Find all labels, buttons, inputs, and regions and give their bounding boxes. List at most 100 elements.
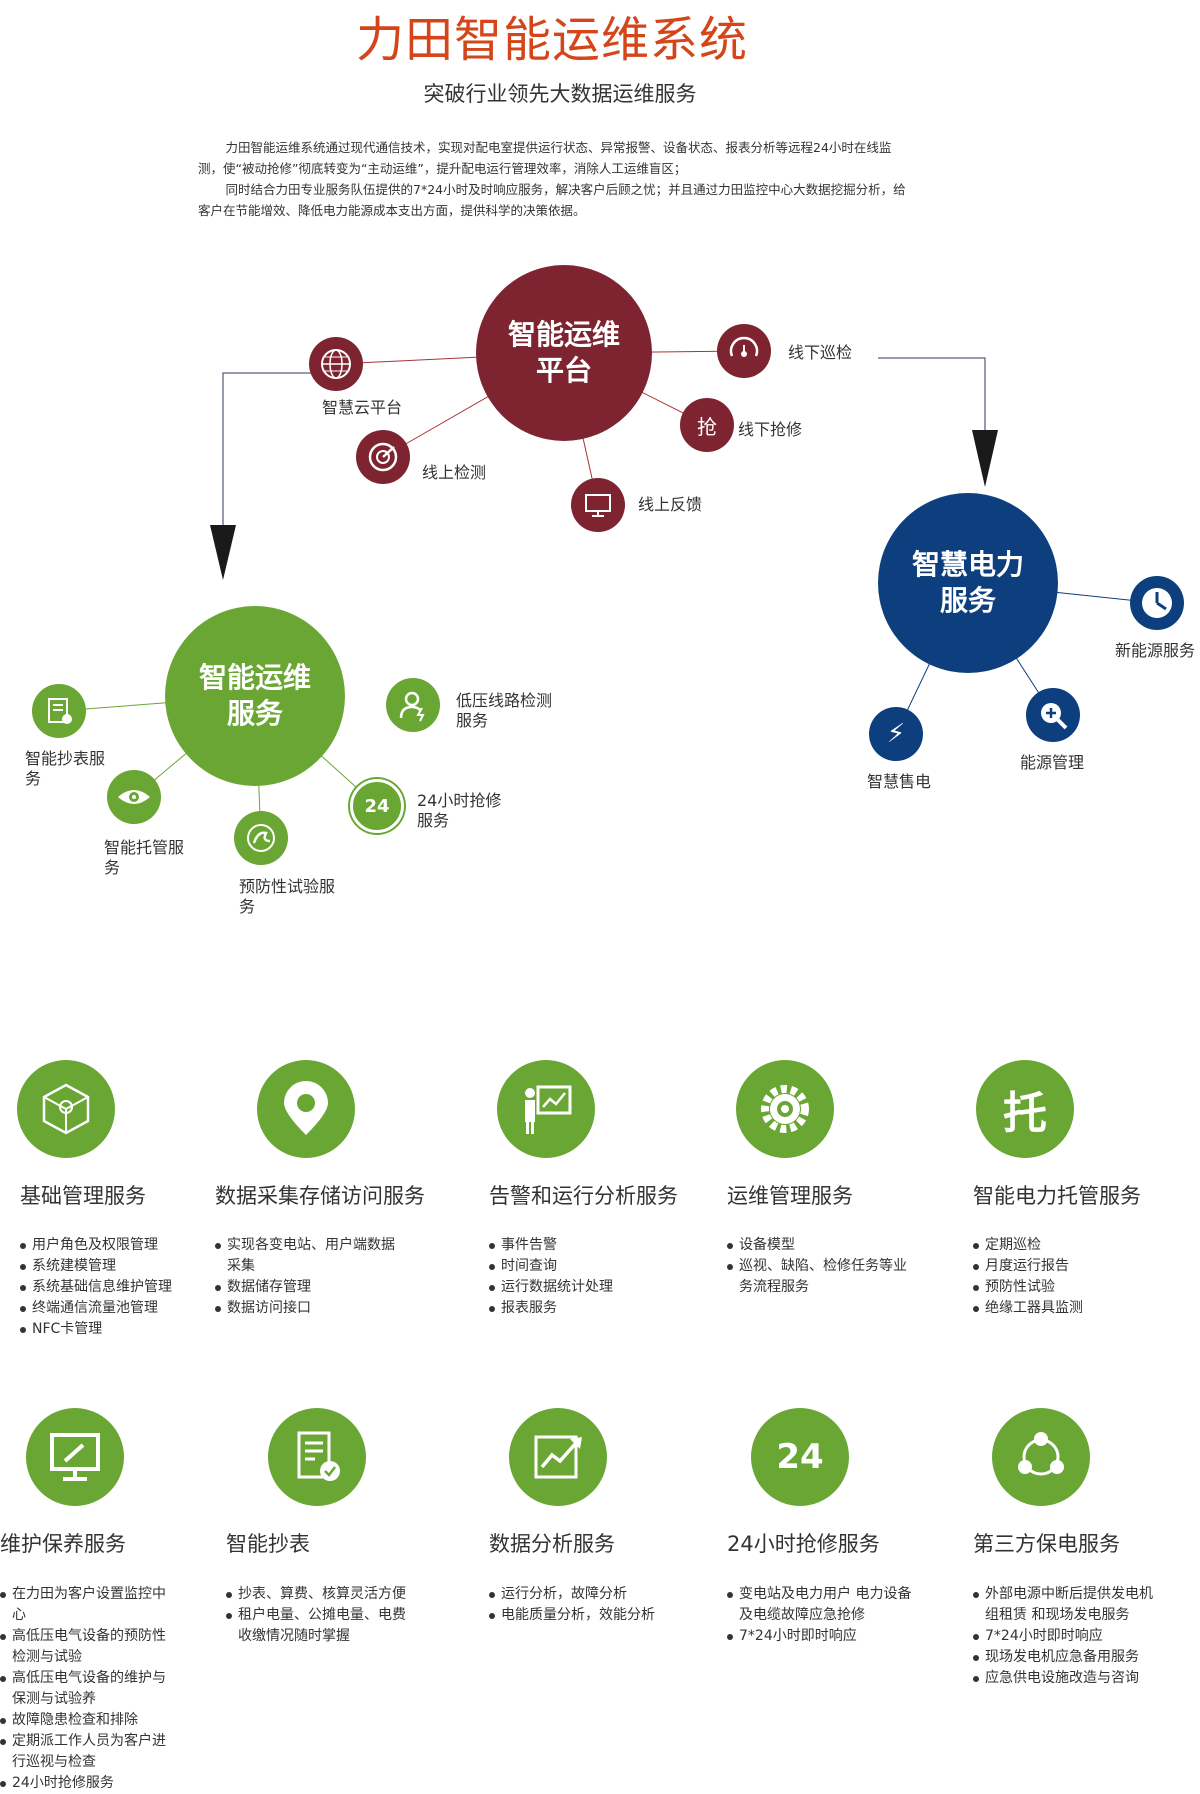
service-item: 终端通信流量池管理 (20, 1298, 192, 1319)
gauge-icon (717, 324, 771, 378)
power-center-circle: 智慧电力服务 (878, 493, 1058, 673)
page-title: 力田智能运维系统 (355, 12, 748, 68)
node-label: 智能托管服务 (104, 838, 185, 877)
hand-lightning-icon: ⚡ (869, 707, 923, 761)
service-item: 外部电源中断后提供发电机组租赁 和现场发电服务 (973, 1584, 1163, 1626)
service-title: 数据采集存储访问服务 (215, 1184, 425, 1208)
service-item: 预防性试验 (973, 1277, 1163, 1298)
service-item: 高低压电气设备的维护与保测与试验养 (0, 1668, 172, 1710)
chart-up-icon (509, 1408, 607, 1506)
service-item: 变电站及电力用户 电力设备及电缆故障应急抢修 (727, 1584, 917, 1626)
node-label: 智慧售电 (867, 772, 932, 791)
service-item: 故障隐患检查和排除 (0, 1710, 172, 1731)
service-item: 高低压电气设备的预防性检测与试验 (0, 1626, 172, 1668)
service-item: 报表服务 (489, 1298, 679, 1319)
service-item: 7*24小时即时响应 (973, 1626, 1163, 1647)
location-pin-icon (257, 1060, 355, 1158)
service-item: 实现各变电站、用户端数据采集 (215, 1235, 405, 1277)
service-item-list: 定期巡检月度运行报告预防性试验绝缘工器具监测 (973, 1235, 1163, 1319)
magnifier-plus-icon (1026, 688, 1080, 742)
service-item: 巡视、缺陷、检修任务等业务流程服务 (727, 1256, 917, 1298)
node-label: 智慧云平台 (322, 398, 403, 417)
page-subtitle: 突破行业领先大数据运维服务 (423, 82, 697, 106)
power-center-label: 智慧电力服务 (911, 548, 1024, 617)
node-label: 线上检测 (422, 463, 487, 482)
service-item: 定期巡检 (973, 1235, 1163, 1256)
service-item: 时间查询 (489, 1256, 679, 1277)
service-item-list: 事件告警时间查询运行数据统计处理报表服务 (489, 1235, 679, 1319)
service-title: 24小时抢修服务 (727, 1532, 880, 1556)
service-item: 系统基础信息维护管理 (20, 1277, 192, 1298)
node-label: 24小时抢修服务 (417, 791, 502, 830)
node-label: 线下抢修 (738, 420, 803, 439)
service-item: NFC卡管理 (20, 1319, 192, 1340)
service-item: 事件告警 (489, 1235, 679, 1256)
service-item: 应急供电设施改造与咨询 (973, 1668, 1163, 1689)
node-label: 低压线路检测服务 (456, 691, 553, 730)
globe-icon (309, 337, 363, 391)
clock-24-icon: 24 (751, 1408, 849, 1506)
node-label: 能源管理 (1020, 753, 1085, 772)
service-item: 系统建模管理 (20, 1256, 192, 1277)
node-label: 线上反馈 (638, 495, 703, 514)
service-title: 数据分析服务 (489, 1532, 615, 1556)
intro-text: 力田智能运维系统通过现代通信技术，实现对配电室提供运行状态、异常报警、设备状态、… (198, 137, 916, 221)
service-title: 第三方保电服务 (973, 1532, 1120, 1556)
service-item: 定期派工作人员为客户进行巡视与检查 (0, 1731, 172, 1773)
service-item-list: 实现各变电站、用户端数据采集数据储存管理数据访问接口 (215, 1235, 405, 1319)
service-title: 维护保养服务 (0, 1532, 126, 1556)
repair-icon: 抢 (680, 398, 734, 452)
tuo-character-icon: 托 (976, 1060, 1074, 1158)
node-label: 线下巡检 (788, 343, 853, 362)
service-item: 在力田为客户设置监控中心 (0, 1584, 172, 1626)
service-item: 24小时抢修服务 (0, 1773, 172, 1794)
service-item: 用户角色及权限管理 (20, 1235, 192, 1256)
service-item: 电能质量分析，效能分析 (489, 1605, 679, 1626)
service-title: 基础管理服务 (20, 1184, 146, 1208)
intro-paragraph: 力田智能运维系统通过现代通信技术，实现对配电室提供运行状态、异常报警、设备状态、… (198, 140, 892, 176)
node-label: 新能源服务 (1115, 641, 1196, 660)
service-item: 运行分析，故障分析 (489, 1584, 679, 1605)
node-label: 智能抄表服务 (25, 749, 106, 788)
service-item: 7*24小时即时响应 (727, 1626, 917, 1647)
radar-icon (356, 430, 410, 484)
service-item-list: 在力田为客户设置监控中心高低压电气设备的预防性检测与试验高低压电气设备的维护与保… (0, 1584, 172, 1794)
service-item: 现场发电机应急备用服务 (973, 1647, 1163, 1668)
service-title: 智能电力托管服务 (973, 1184, 1141, 1208)
person-lightning-icon (386, 678, 440, 732)
intro-paragraph: 同时结合力田专业服务队伍提供的7*24小时及时响应服务，解决客户后顾之忧；并且通… (198, 182, 906, 218)
service-item-list: 设备模型巡视、缺陷、检修任务等业务流程服务 (727, 1235, 917, 1298)
document-check-icon (32, 684, 86, 738)
gear-icon (736, 1060, 834, 1158)
service-title: 智能抄表 (226, 1532, 310, 1556)
platform-center-circle: 智能运维平台 (476, 265, 652, 441)
service-item: 绝缘工器具监测 (973, 1298, 1163, 1319)
service-item: 运行数据统计处理 (489, 1277, 679, 1298)
service-item-list: 抄表、算费、核算灵活方便租户电量、公摊电量、电费收缴情况随时掌握 (226, 1584, 416, 1647)
monitor-wrench-icon (26, 1408, 124, 1506)
test-icon (234, 811, 288, 865)
service-item: 抄表、算费、核算灵活方便 (226, 1584, 416, 1605)
cube-icon (17, 1060, 115, 1158)
node-label: 预防性试验服务 (239, 877, 336, 916)
service-item: 数据储存管理 (215, 1277, 405, 1298)
service-item: 租户电量、公摊电量、电费收缴情况随时掌握 (226, 1605, 416, 1647)
platform-center-label: 智能运维平台 (507, 318, 620, 387)
service-item: 月度运行报告 (973, 1256, 1163, 1277)
monitor-icon (571, 478, 625, 532)
service-item-list: 运行分析，故障分析电能质量分析，效能分析 (489, 1584, 679, 1626)
clock-24-icon: 24 (350, 779, 404, 833)
clock-icon (1130, 576, 1184, 630)
service-item: 设备模型 (727, 1235, 917, 1256)
service-title: 运维管理服务 (727, 1184, 853, 1208)
ops-center-circle: 智能运维服务 (165, 606, 345, 786)
ops-center-label: 智能运维服务 (198, 661, 311, 730)
service-item: 数据访问接口 (215, 1298, 405, 1319)
share-network-icon (992, 1408, 1090, 1506)
document-check-icon (268, 1408, 366, 1506)
presentation-icon (497, 1060, 595, 1158)
service-title: 告警和运行分析服务 (489, 1184, 678, 1208)
